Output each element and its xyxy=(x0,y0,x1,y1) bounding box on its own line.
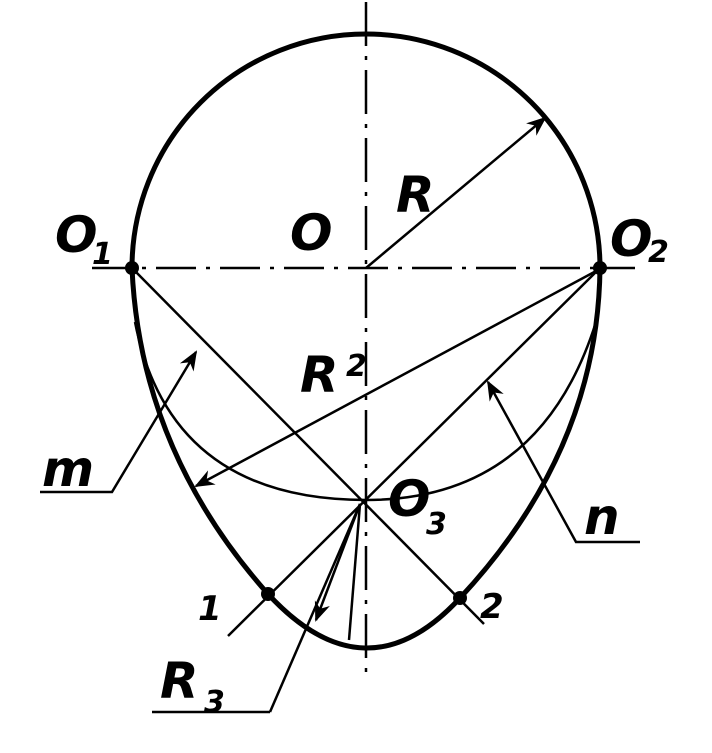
label-o1-sub: 1 xyxy=(92,237,113,272)
radius-r-arrow xyxy=(365,116,547,269)
point-o1 xyxy=(125,261,139,275)
label-r2-sub: 2 xyxy=(346,349,367,384)
bottom-arc-r3 xyxy=(266,592,462,651)
radius-r2-arrow xyxy=(194,268,599,488)
label-o3-sub: 3 xyxy=(426,507,447,542)
label-point-1: 1 xyxy=(198,589,222,629)
label-o: O xyxy=(290,204,333,262)
left-arc-r2 xyxy=(129,267,270,596)
label-r: R xyxy=(396,166,435,224)
point-1 xyxy=(261,587,275,601)
label-r2: R xyxy=(300,346,339,404)
label-m: m xyxy=(42,440,94,498)
line-o1-to-point-2 xyxy=(131,267,485,625)
label-o2-sub: 2 xyxy=(648,235,669,270)
label-o3: O xyxy=(388,470,431,528)
label-o1: O xyxy=(55,206,98,264)
label-r3-sub: 3 xyxy=(204,685,225,720)
label-r3: R xyxy=(160,652,199,710)
ray-o3-1 xyxy=(347,503,362,641)
line-o2-to-point-1 xyxy=(227,267,601,637)
point-o2 xyxy=(593,261,607,275)
ray-o3-2 xyxy=(268,503,362,713)
leader-n xyxy=(486,380,640,544)
label-n: n xyxy=(584,488,620,546)
upper-arc-r xyxy=(129,31,603,269)
point-2 xyxy=(453,591,467,605)
label-point-2: 2 xyxy=(480,587,504,627)
label-o2: O xyxy=(610,210,653,268)
right-arc-r2 xyxy=(458,267,603,600)
leader-m xyxy=(40,350,198,494)
